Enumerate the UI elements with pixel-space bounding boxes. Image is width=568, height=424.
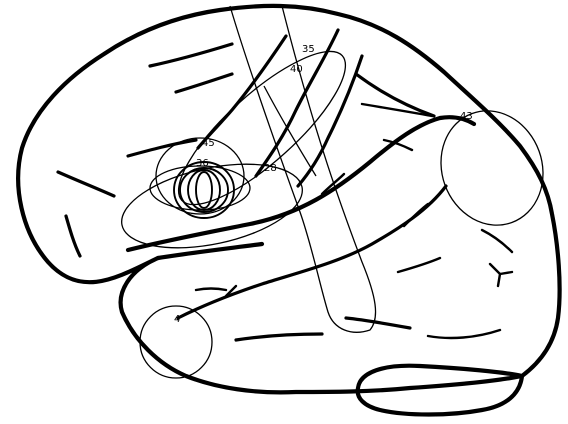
lesion-label-40: 40 — [290, 64, 303, 75]
lesion-label-36: 36 — [196, 158, 209, 169]
postcentral-sulcus — [298, 56, 362, 186]
parietal-sulcus-4 — [404, 204, 428, 226]
orbital-sulcus — [66, 216, 80, 256]
lesion-36-outer — [150, 166, 250, 210]
inferior-temporal-sulcus — [236, 334, 322, 340]
frontal-sulcus-mid — [176, 74, 232, 92]
inferior-temporal-sulcus-posterior — [346, 318, 410, 328]
lesion-label-45: 45 — [202, 138, 215, 149]
lesion-36-ring-4 — [196, 172, 212, 208]
inferior-frontal-sulcus — [128, 140, 196, 156]
lesion-label-4: 4 — [174, 314, 180, 325]
frontal-sulcus-anterior — [58, 172, 114, 196]
lesion-outlines — [114, 6, 559, 378]
occipital-sulcus-1 — [482, 230, 512, 252]
lesion-36-ring-3 — [188, 170, 220, 210]
lateral-sulcus-lower-lip — [158, 244, 262, 258]
occipital-sulcus-3 — [398, 258, 440, 272]
lesion-label-35: 35 — [302, 44, 315, 55]
occipitotemporal-sulcus — [428, 330, 500, 338]
temporal-pole-sulcus — [196, 289, 226, 291]
occipital-sulcus-2 — [490, 264, 512, 286]
lesion-label-43: 43 — [460, 111, 473, 122]
superior-frontal-sulcus — [150, 44, 232, 66]
lesion-label-28: 28 — [264, 163, 277, 174]
